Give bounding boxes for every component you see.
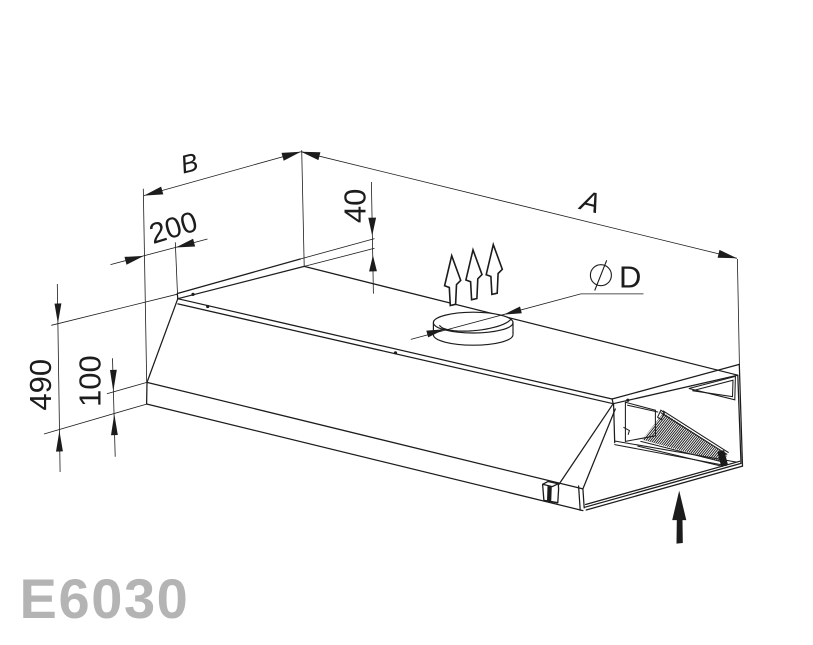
svg-text:B: B: [178, 148, 201, 179]
svg-text:490: 490: [23, 359, 58, 411]
svg-text:E6030: E6030: [20, 567, 190, 630]
svg-text:40: 40: [338, 189, 373, 223]
svg-text:100: 100: [73, 355, 108, 407]
svg-text:D: D: [619, 259, 641, 294]
